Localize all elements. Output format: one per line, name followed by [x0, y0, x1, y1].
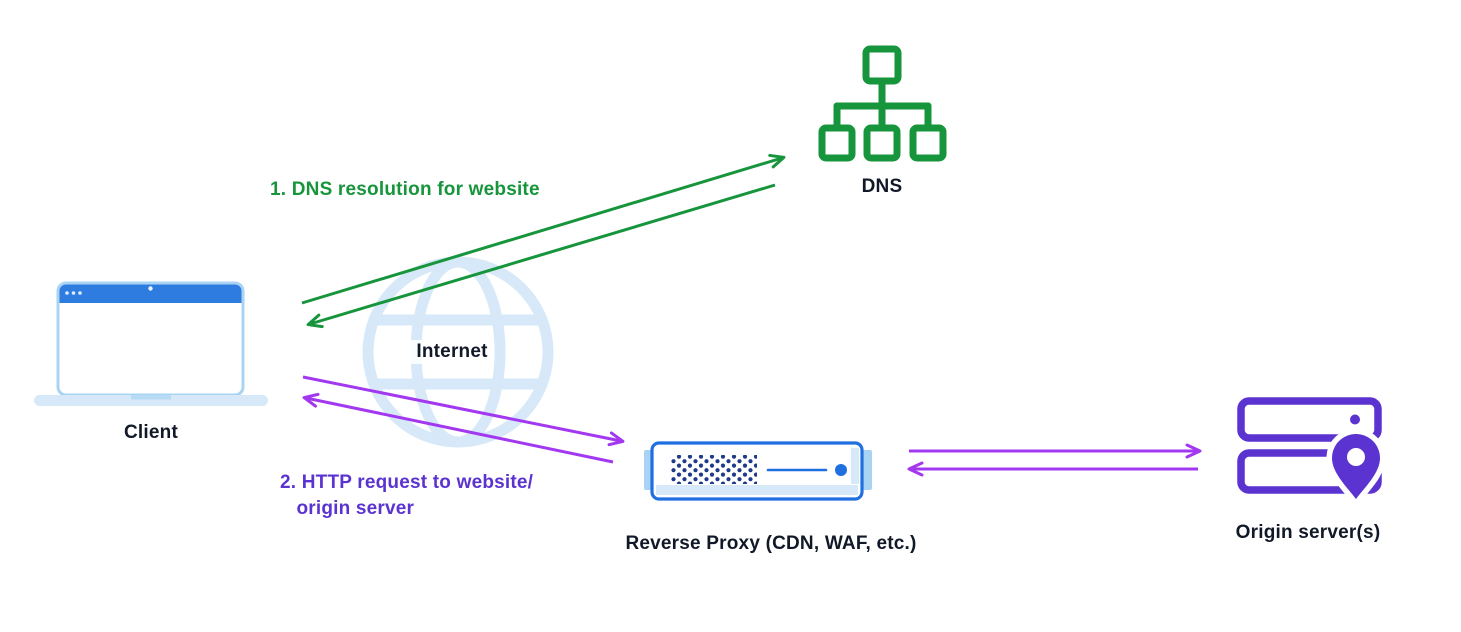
origin-server-icon — [1237, 397, 1386, 509]
arrow-dns-to-client — [306, 183, 776, 329]
internet-label: Internet — [409, 340, 495, 364]
arrow-client-to-dns — [301, 153, 786, 305]
client-label: Client — [124, 422, 178, 443]
dns-label: DNS — [861, 176, 903, 197]
reverse-proxy-label: Reverse Proxy (CDN, WAF, etc.) — [625, 533, 917, 554]
arrows-proxy-origin — [907, 443, 1202, 477]
dns-icon — [818, 45, 947, 162]
origin-server-label: Origin server(s) — [1235, 522, 1381, 543]
step1-label: 1. DNS resolution for website — [270, 179, 540, 200]
arrows-client-proxy — [302, 375, 625, 464]
internet-globe-icon — [362, 256, 554, 448]
reverse-proxy-icon — [644, 441, 872, 501]
arrow-client-to-proxy — [302, 375, 625, 447]
arrow-proxy-to-client — [302, 392, 614, 464]
arrows-client-dns — [301, 153, 786, 329]
step2-label: 2. HTTP request to website/ origin serve… — [280, 472, 534, 519]
client-laptop-icon — [34, 281, 268, 406]
